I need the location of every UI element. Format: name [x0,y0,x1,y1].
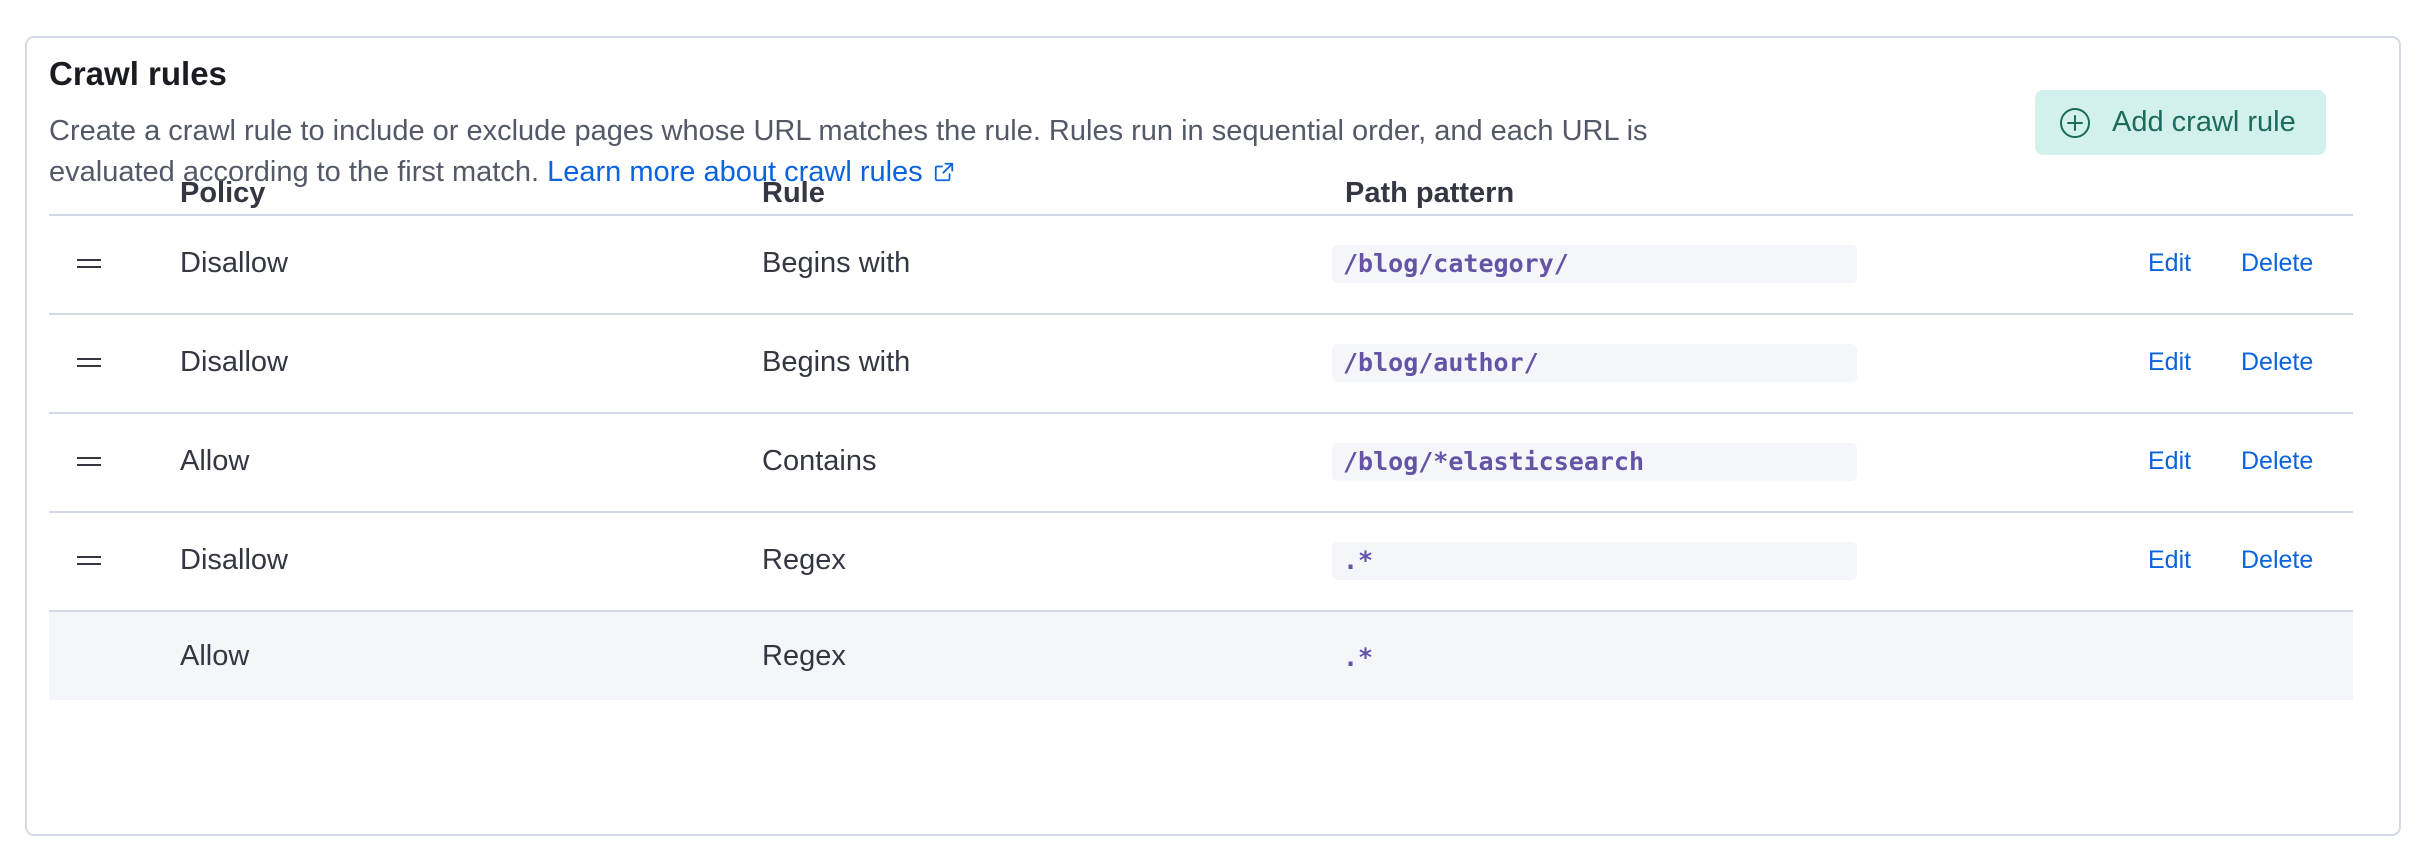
add-crawl-rule-button[interactable]: Add crawl rule [2035,90,2326,155]
drag-handle-icon[interactable] [77,358,101,368]
path-pattern-cell: /blog/category/ [1332,245,1857,283]
table-row: Allow Contains /blog/*elasticsearch Edit… [49,414,2353,513]
rule-cell: Begins with [762,346,911,378]
policy-cell: Disallow [180,247,288,279]
external-link-icon [934,162,953,182]
path-pattern-cell: .* [1332,542,1857,580]
column-header-path-pattern: Path pattern [1345,177,1515,209]
path-pattern-cell: .* [1343,643,1374,672]
description: Create a crawl rule to include or exclud… [49,111,1749,193]
rule-cell: Contains [762,445,877,477]
policy-cell: Disallow [180,346,288,378]
delete-button[interactable]: Delete [2241,546,2314,574]
delete-button[interactable]: Delete [2241,348,2314,376]
policy-cell: Disallow [180,544,288,576]
column-header-policy: Policy [180,177,266,209]
table-row: Disallow Regex .* Edit Delete [49,513,2353,612]
page-title: Crawl rules [49,55,227,92]
drag-handle-icon[interactable] [77,457,101,467]
rule-cell: Regex [762,544,846,576]
crawl-rules-panel [25,36,2401,836]
learn-more-link[interactable]: Learn more about crawl rules [547,156,955,188]
description-text: Create a crawl rule to include or exclud… [49,115,1648,188]
delete-button[interactable]: Delete [2241,447,2314,475]
rule-cell: Begins with [762,247,911,279]
policy-cell: Allow [180,640,250,672]
rule-cell: Regex [762,640,846,672]
path-pattern-cell: /blog/*elasticsearch [1332,443,1857,481]
table-row: Disallow Begins with /blog/author/ Edit … [49,315,2353,414]
edit-button[interactable]: Edit [2148,546,2192,574]
plus-in-circle-icon [2060,107,2090,138]
policy-cell: Allow [180,445,250,477]
edit-button[interactable]: Edit [2148,348,2192,376]
drag-handle-icon[interactable] [77,259,101,269]
delete-button[interactable]: Delete [2241,249,2314,277]
table-row: Disallow Begins with /blog/category/ Edi… [49,216,2353,315]
column-header-rule: Rule [762,177,825,209]
edit-button[interactable]: Edit [2148,447,2192,475]
table-row-default: Allow Regex .* [49,612,2353,700]
path-pattern-cell: /blog/author/ [1332,344,1857,382]
edit-button[interactable]: Edit [2148,249,2192,277]
learn-more-label: Learn more about crawl rules [547,156,923,188]
crawl-rules-table: Policy Rule Path pattern Disallow Begins… [49,162,2353,700]
table-header: Policy Rule Path pattern [49,162,2353,216]
drag-handle-icon[interactable] [77,556,101,566]
add-crawl-rule-label: Add crawl rule [2112,106,2296,138]
